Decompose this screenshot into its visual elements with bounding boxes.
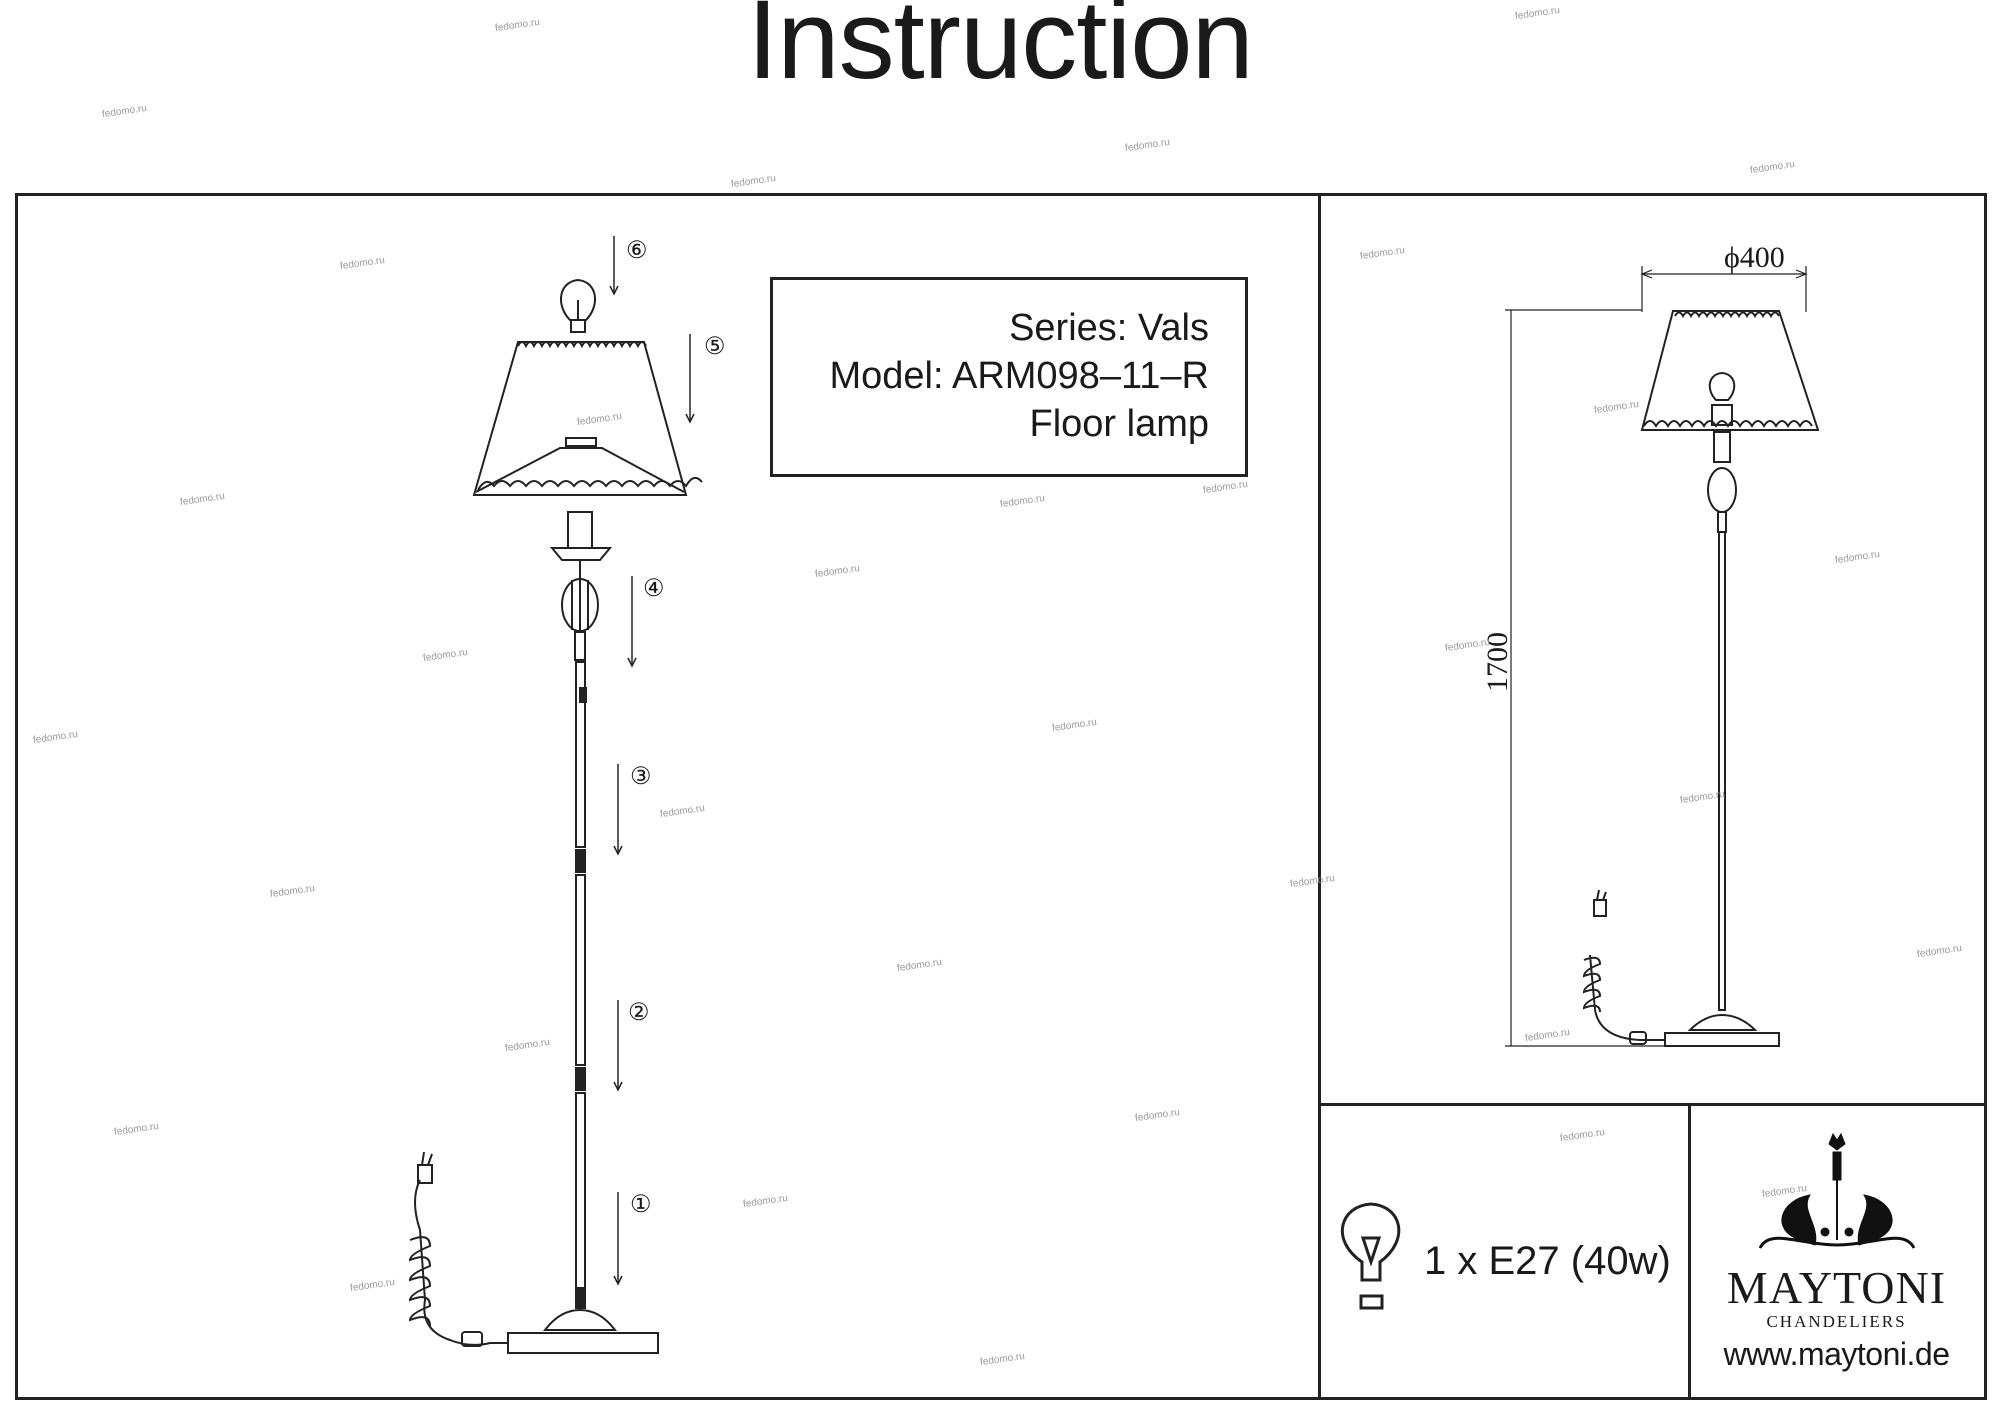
product-info-box: Series: Vals Model: ARM098–11–R Floor la… — [770, 277, 1248, 477]
lampshade-drawing — [472, 341, 703, 496]
instruction-frame — [15, 193, 1987, 1400]
step-arrows — [609, 236, 695, 1286]
brand-subtitle: CHANDELIERS — [1766, 1312, 1907, 1331]
step-4-marker: ④ — [643, 574, 665, 602]
type-label: Floor lamp — [1029, 403, 1210, 445]
page-title: Instruction — [747, 0, 1254, 102]
divider-vertical — [1318, 193, 1321, 1397]
power-cord-drawing — [408, 1151, 508, 1347]
lamp-body-drawing — [507, 511, 659, 1354]
step-6-marker: ⑥ — [626, 236, 648, 264]
bulb-spec-text: 1 x E27 (40w) — [1424, 1239, 1671, 1283]
divider-horizontal — [1318, 1103, 1985, 1106]
step-2-marker: ② — [628, 998, 650, 1026]
step-3-marker: ③ — [630, 762, 652, 790]
series-label: Series: Vals — [1009, 307, 1209, 349]
step-5-marker: ⑤ — [704, 332, 726, 360]
step-1-marker: ① — [630, 1190, 652, 1218]
diameter-dimension: ϕ400 — [1724, 241, 1785, 274]
divider-bottom — [1688, 1103, 1691, 1397]
brand-website-link[interactable]: www.maytoni.de — [1723, 1336, 1950, 1372]
brand-name: MAYTONI — [1726, 1262, 1947, 1313]
model-label: Model: ARM098–11–R — [829, 355, 1209, 397]
bulb-icon — [560, 278, 596, 333]
